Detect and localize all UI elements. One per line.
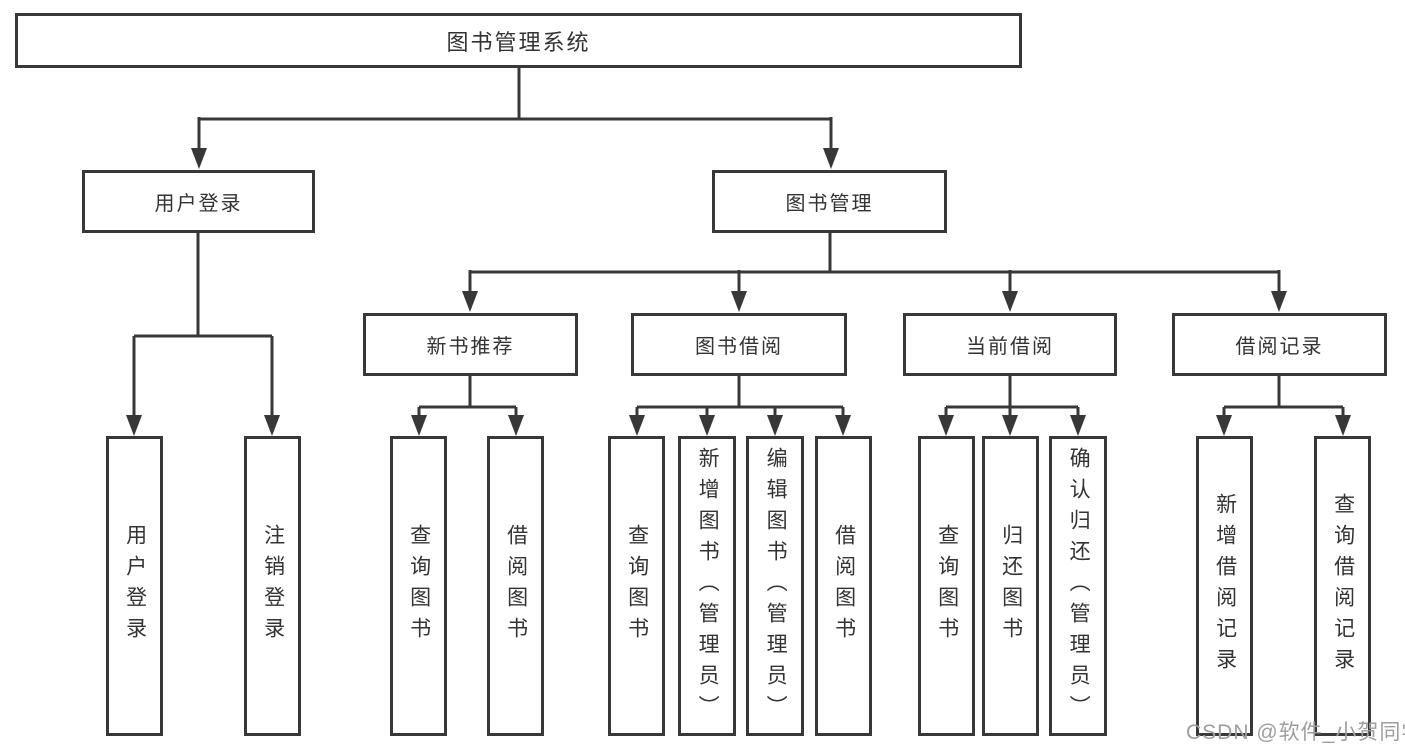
node-root: 图书管理系统: [15, 13, 1022, 68]
node-book-borrowing-label: 图书借阅: [695, 336, 783, 358]
arrowheads: [126, 148, 1351, 436]
leaf-query-books-current: 查询图书: [918, 436, 975, 736]
arrow-to-leaf-add-book-admin: [699, 415, 715, 436]
leaf-add-book-admin: 新增图书（管理员）: [678, 436, 736, 736]
arrow-to-book-management: [823, 148, 839, 169]
arrow-to-book-borrowing: [731, 291, 747, 312]
leaf-query-books-recommend-label: 查询图书: [407, 524, 431, 648]
leaf-borrow-books-borrowing-label: 借阅图书: [832, 524, 856, 648]
leaf-query-books-recommend: 查询图书: [390, 436, 447, 736]
arrow-to-leaf-query-books-current: [938, 415, 954, 436]
leaf-query-borrow-record-label: 查询借阅记录: [1331, 493, 1355, 679]
node-borrow-records-label: 借阅记录: [1235, 336, 1324, 358]
leaf-borrow-books-borrowing: 借阅图书: [815, 436, 872, 736]
leaf-edit-book-admin: 编辑图书（管理员）: [746, 436, 804, 736]
arrow-to-leaf-add-borrow-record: [1216, 415, 1232, 436]
leaf-query-books-current-label: 查询图书: [935, 524, 959, 648]
arrow-to-leaf-return-books: [1002, 415, 1018, 436]
arrow-to-leaf-query-books-borrowing: [629, 415, 645, 436]
leaf-confirm-return-admin: 确认归还（管理员）: [1049, 436, 1107, 736]
leaf-add-borrow-record-label: 新增借阅记录: [1213, 493, 1237, 679]
leaf-return-books: 归还图书: [982, 436, 1039, 736]
arrow-to-leaf-edit-book-admin: [767, 415, 783, 436]
leaf-add-book-admin-label: 新增图书（管理员）: [696, 446, 720, 726]
node-new-book-recommend-label: 新书推荐: [426, 336, 515, 358]
arrow-to-leaf-user-login: [126, 415, 142, 436]
arrow-to-leaf-borrow-books-borrowing: [835, 415, 851, 436]
node-user-login: 用户登录: [82, 170, 315, 233]
node-current-borrowing: 当前借阅: [903, 313, 1117, 376]
leaf-borrow-books-recommend-label: 借阅图书: [504, 524, 528, 648]
leaf-user-login-label: 用户登录: [123, 524, 147, 648]
node-book-borrowing: 图书借阅: [631, 313, 847, 376]
arrow-to-user-login: [191, 148, 207, 169]
leaf-return-books-label: 归还图书: [999, 524, 1023, 648]
node-borrow-records: 借阅记录: [1172, 313, 1387, 376]
leaf-query-books-borrowing: 查询图书: [608, 436, 665, 736]
connector-book-management: [468, 231, 1281, 293]
arrow-to-leaf-logout: [264, 415, 280, 436]
leaf-confirm-return-admin-label: 确认归还（管理员）: [1067, 446, 1091, 726]
leaf-add-borrow-record: 新增借阅记录: [1196, 436, 1253, 736]
leaf-logout-label: 注销登录: [261, 524, 285, 648]
arrow-to-borrow-records: [1271, 291, 1287, 312]
connector-current-borrowing: [944, 374, 1080, 418]
leaf-user-login: 用户登录: [106, 436, 163, 736]
node-book-management: 图书管理: [712, 170, 947, 233]
node-user-login-label: 用户登录: [154, 193, 243, 215]
node-root-label: 图书管理系统: [446, 29, 591, 55]
connector-new-book-recommend: [417, 374, 518, 418]
leaf-borrow-books-recommend: 借阅图书: [487, 436, 544, 736]
connector-borrow-records: [1222, 374, 1345, 418]
leaf-edit-book-admin-label: 编辑图书（管理员）: [764, 446, 788, 726]
node-book-management-label: 图书管理: [785, 193, 874, 215]
arrow-to-leaf-borrow-books-recommend: [508, 415, 524, 436]
arrow-to-current-borrowing: [1002, 291, 1018, 312]
node-current-borrowing-label: 当前借阅: [966, 336, 1054, 358]
arrow-to-new-book-recommend: [462, 291, 478, 312]
leaf-query-borrow-record: 查询借阅记录: [1314, 436, 1371, 736]
connector-user-login: [132, 231, 274, 417]
connector-root: [197, 66, 833, 150]
connector-book-borrowing: [635, 374, 845, 418]
leaf-query-books-borrowing-label: 查询图书: [625, 524, 649, 648]
arrow-to-leaf-confirm-return-admin: [1070, 415, 1086, 436]
arrow-to-leaf-query-books-recommend: [411, 415, 427, 436]
leaf-logout: 注销登录: [244, 436, 301, 736]
arrow-to-leaf-query-borrow-record: [1335, 415, 1351, 436]
node-new-book-recommend: 新书推荐: [363, 313, 578, 376]
watermark: CSDN @软件_小贺同学: [1186, 721, 1405, 744]
